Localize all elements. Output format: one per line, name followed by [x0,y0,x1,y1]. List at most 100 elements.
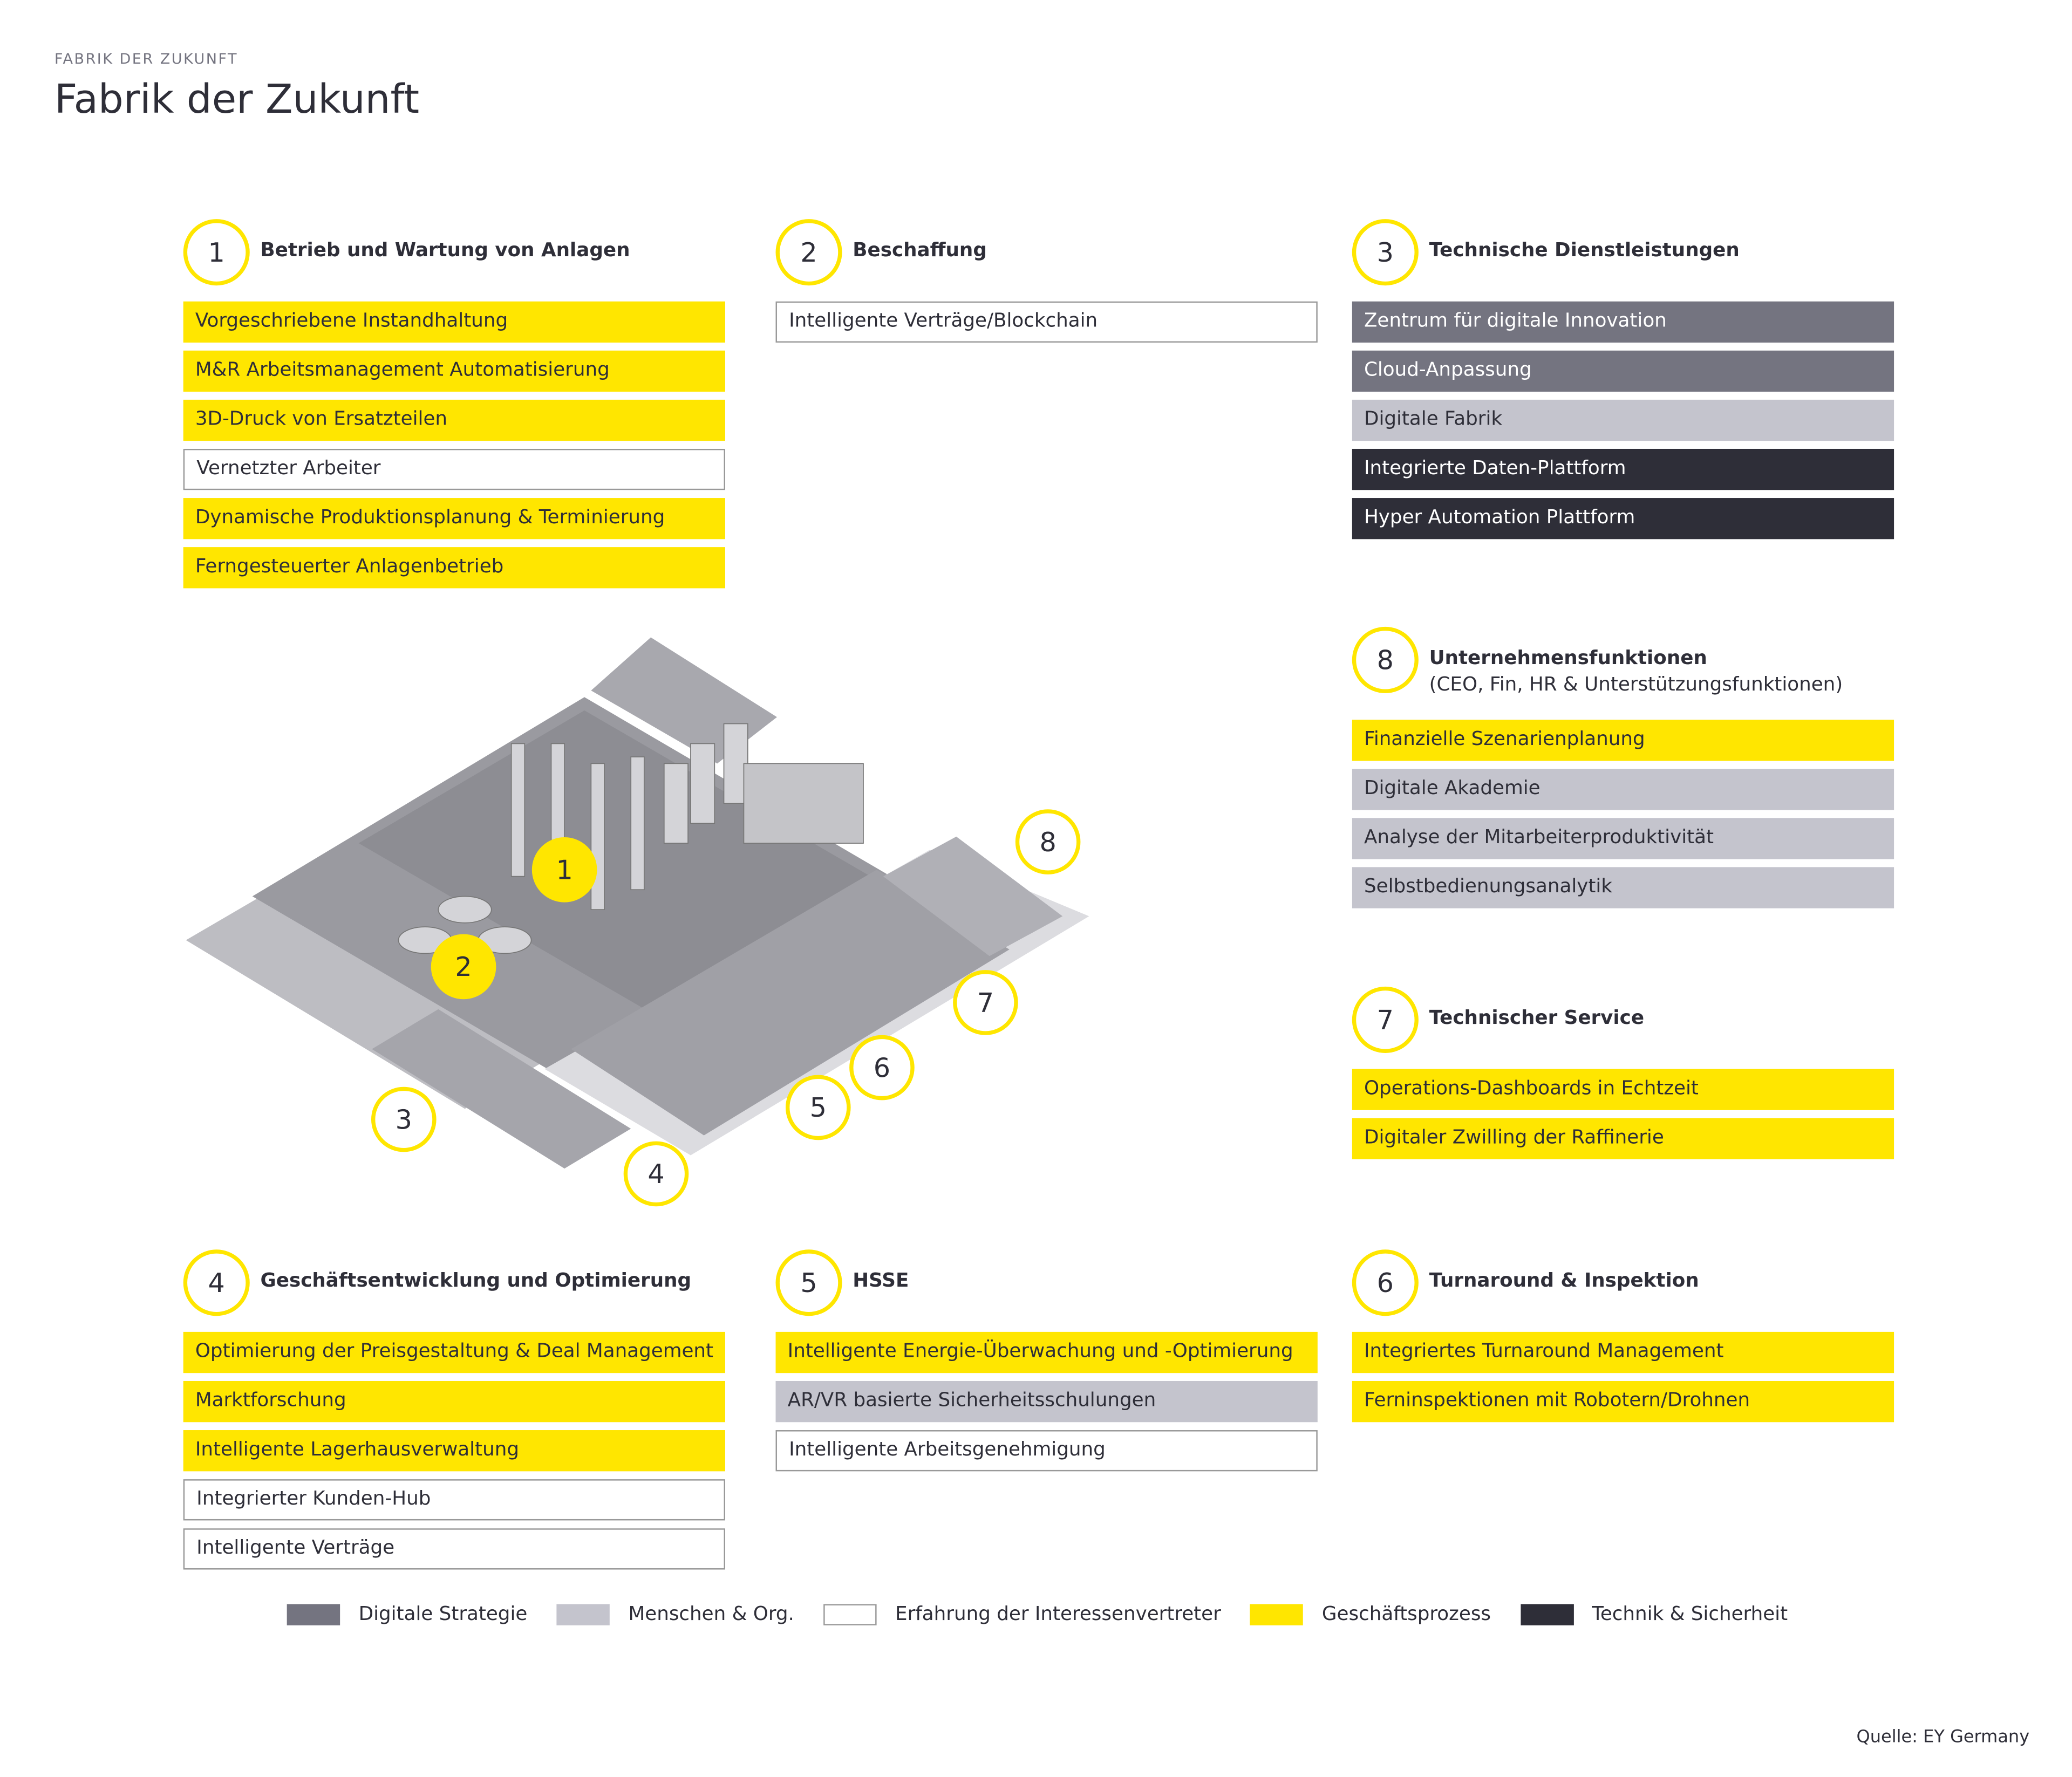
item-gp: Ferngesteuerter Anlagenbetrieb [183,547,725,589]
section-items: Intelligente Energie-Überwachung und -Op… [775,1331,1318,1479]
section-title: HSSE [853,1270,909,1293]
item-gp: Digitaler Zwilling der Raffinerie [1352,1118,1894,1159]
item-ei: Vernetzter Arbeiter [183,448,725,490]
section-header: 7 Technischer Service [1352,986,1894,1053]
legend: Digitale Strategie Menschen & Org. Erfah… [287,1604,1817,1625]
section-title: Beschaffung [853,240,987,262]
legend-item: Erfahrung der Interessenvertreter [823,1604,1221,1625]
map-marker-7 [953,970,1018,1035]
section-8: 8 Unternehmensfunktionen(CEO, Fin, HR & … [1352,626,1894,908]
legend-swatch [1520,1604,1573,1625]
section-header: 4 Geschäftsentwicklung und Optimierung [183,1249,725,1316]
legend-item: Technik & Sicherheit [1520,1604,1788,1625]
section-header: 3 Technische Dienstleistungen [1352,219,1894,286]
section-title: Technischer Service [1429,1008,1645,1029]
item-gp: Optimierung der Preisgestaltung & Deal M… [183,1331,725,1373]
section-title: Turnaround & Inspektion [1429,1270,1699,1293]
service-hall [571,870,1010,1136]
legend-label: Menschen & Org. [628,1604,794,1625]
section-number-badge: 8 [1352,626,1419,693]
section-header: 6 Turnaround & Inspektion [1352,1249,1894,1316]
map-marker-label: 4 [648,1158,664,1190]
section-number-badge: 6 [1352,1249,1419,1316]
legend-item: Menschen & Org. [556,1604,794,1625]
map-marker-2 [431,934,496,1000]
item-ei: Intelligente Arbeitsgenehmigung [775,1430,1318,1472]
map-marker-4 [623,1141,689,1207]
item-gp: Vorgeschriebene Instandhaltung [183,301,725,343]
item-gp: Intelligente Energie-Überwachung und -Op… [775,1331,1318,1373]
map-marker-1 [531,837,597,903]
map-marker-label: 2 [455,951,472,982]
map-marker-label: 8 [1039,826,1056,858]
section-subtitle: (CEO, Fin, HR & Unterstützungsfunktionen… [1429,674,1843,696]
item-mo: Selbstbedienungsanalytik [1352,867,1894,908]
item-gp: Integriertes Turnaround Management [1352,1331,1894,1373]
legend-label: Erfahrung der Interessenvertreter [895,1604,1221,1625]
legend-swatch [556,1604,610,1625]
item-ei: Intelligente Verträge [183,1528,725,1570]
item-gp: M&R Arbeitsmanagement Automatisierung [183,350,725,392]
section-header: 1 Betrieb und Wartung von Anlagen [183,219,725,286]
map-marker-3 [371,1086,437,1152]
tanks [398,723,864,954]
legend-label: Digitale Strategie [358,1604,528,1625]
section-header: 5 HSSE [775,1249,1318,1316]
legend-swatch [287,1604,340,1625]
map-marker-label: 1 [556,855,572,886]
map-marker-5 [785,1075,851,1140]
kicker: FABRIK DER ZUKUNFT [54,50,238,68]
map-marker-label: 3 [396,1104,412,1135]
map-marker-8 [1015,809,1081,874]
area-3 [372,1009,631,1169]
page-title: Fabrik der Zukunft [54,77,420,124]
legend-label: Geschäftsprozess [1321,1604,1491,1625]
legend-label: Technik & Sicherheit [1592,1604,1788,1625]
map-marker-label: 6 [874,1052,890,1083]
item-ei: Integrierter Kunden-Hub [183,1479,725,1521]
section-title: Technische Dienstleistungen [1429,240,1740,262]
item-gp: Marktforschung [183,1380,725,1423]
area-8 [883,836,1063,956]
item-ts: Hyper Automation Plattform [1352,498,1894,539]
item-mo: Digitale Fabrik [1352,399,1894,441]
section-number-badge: 7 [1352,986,1419,1053]
item-gp: Finanzielle Szenarienplanung [1352,720,1894,761]
map-marker-6 [849,1035,915,1101]
section-number-badge: 2 [775,219,842,286]
map-marker-label: 5 [810,1092,827,1123]
item-gp: Ferninspektionen mit Robotern/Drohnen [1352,1380,1894,1423]
section-title: Geschäftsentwicklung und Optimierung [260,1270,692,1293]
item-gp: Dynamische Produktionsplanung & Terminie… [183,498,725,539]
item-gp: Intelligente Lagerhausverwaltung [183,1430,725,1472]
item-gp: 3D-Druck von Ersatzteilen [183,399,725,441]
legend-item: Digitale Strategie [287,1604,528,1625]
section-number-badge: 4 [183,1249,250,1316]
legend-item: Geschäftsprozess [1250,1604,1491,1625]
legend-swatch [1250,1604,1304,1625]
source-note: Quelle: EY Germany [1856,1727,2030,1748]
legend-swatch [823,1604,877,1625]
item-mo: Digitale Akademie [1352,769,1894,810]
section-header: 8 Unternehmensfunktionen(CEO, Fin, HR & … [1352,626,1894,696]
item-ts: Integrierte Daten-Plattform [1352,448,1894,490]
section-items: Optimierung der Preisgestaltung & Deal M… [183,1331,725,1577]
section-number-badge: 1 [183,219,250,286]
section-title: Betrieb und Wartung von Anlagen [260,240,630,262]
section-number-badge: 3 [1352,219,1419,286]
section-5: 5 HSSE Intelligente Energie-Überwachung u… [775,1249,1318,1472]
section-items: Intelligente Verträge/Blockchain [775,301,1318,351]
section-header: 2 Beschaffung [775,219,1318,286]
